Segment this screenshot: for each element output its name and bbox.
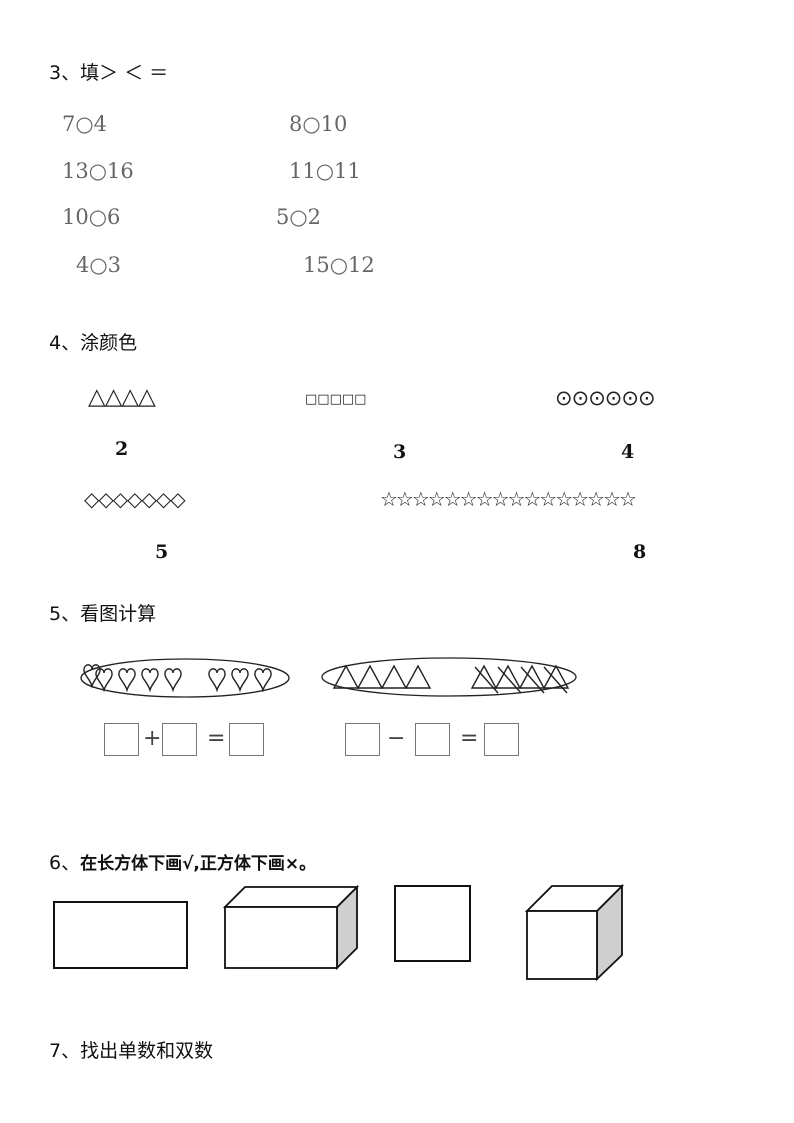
heart-icon: [83, 664, 101, 689]
cross-out-icon: [474, 666, 568, 694]
comparison-item: 15○12: [303, 253, 375, 277]
diamond-icon-group: ◇◇◇◇◇◇◇: [84, 487, 186, 511]
cuboid-shape: [222, 884, 360, 971]
color-count: 8: [633, 541, 647, 563]
plus-sign: +: [143, 726, 162, 751]
section-6-instruction: 在长方体下画√,正方体下画×。: [80, 854, 317, 874]
square-icon-group: □□□□□: [305, 392, 367, 407]
comparison-item: 11○11: [289, 159, 361, 183]
comparison-item: 10○6: [62, 205, 121, 229]
section-5-title: 5、看图计算: [49, 603, 157, 625]
hearts-group-figure: [80, 658, 290, 698]
answer-box[interactable]: [484, 723, 519, 756]
comparison-item: 7○4: [62, 112, 108, 136]
equals-sign: =: [207, 726, 226, 751]
cube-shape: [524, 883, 625, 982]
answer-box[interactable]: [415, 723, 450, 756]
minus-sign: −: [387, 726, 406, 751]
triangle-icon: [332, 664, 570, 689]
section-6-title: 6、在长方体下画√,正方体下画×。: [49, 848, 316, 875]
equals-sign: =: [460, 726, 479, 751]
answer-box[interactable]: [162, 723, 197, 756]
triangle-icon-group: △△△△: [88, 384, 156, 410]
section-4-title: 4、涂颜色: [49, 332, 138, 354]
color-count: 2: [115, 438, 129, 460]
section-3-title: 3、填＞ ＜ ＝: [49, 62, 169, 84]
answer-box[interactable]: [104, 723, 139, 756]
color-count: 3: [393, 441, 407, 463]
section-6-number: 6、: [49, 852, 81, 874]
square-shape: [394, 885, 471, 962]
color-count: 5: [155, 541, 169, 563]
comparison-item: 4○3: [76, 253, 122, 277]
color-count: 4: [621, 441, 635, 463]
section-7-title: 7、找出单数和双数: [49, 1040, 214, 1062]
circled-dot-icon-group: ⊙⊙⊙⊙⊙⊙: [555, 386, 656, 410]
star-icon-group: ☆☆☆☆☆☆☆☆☆☆☆☆☆☆☆☆: [380, 487, 637, 511]
comparison-item: 13○16: [62, 159, 134, 183]
comparison-item: 8○10: [289, 112, 348, 136]
answer-box[interactable]: [229, 723, 264, 756]
answer-box[interactable]: [345, 723, 380, 756]
triangles-group-figure: [321, 657, 577, 697]
comparison-item: 5○2: [276, 205, 322, 229]
rectangle-shape: [53, 901, 188, 969]
